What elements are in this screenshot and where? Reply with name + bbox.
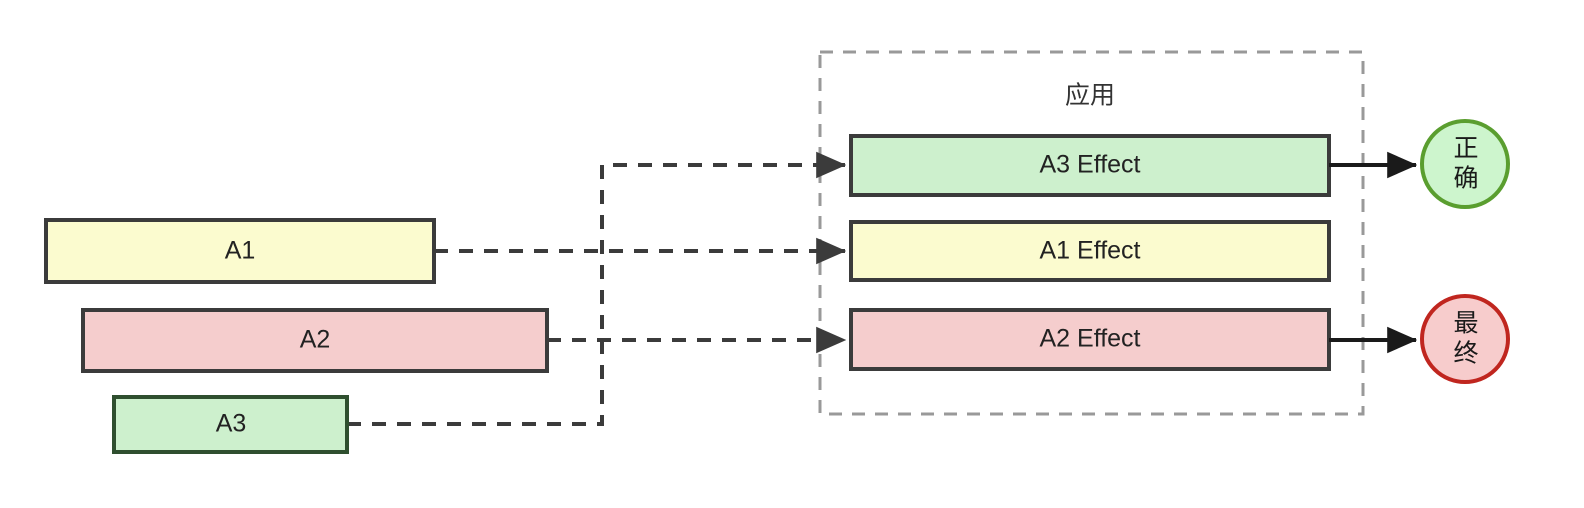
edge-layer-solid xyxy=(1329,151,1418,354)
edge-a3-to-a3e xyxy=(347,151,847,426)
node-correct-circle[interactable] xyxy=(1420,119,1510,209)
edge-layer-dashed xyxy=(347,151,847,426)
group-container-label: 应用 xyxy=(1065,82,1115,110)
node-a2[interactable]: A2 xyxy=(81,308,549,373)
node-a2-effect-box[interactable] xyxy=(849,308,1331,371)
node-a2-effect-label: A2 Effect xyxy=(1040,325,1141,353)
node-final-label-line-2: 终 xyxy=(1453,340,1478,368)
node-a3-effect-box[interactable] xyxy=(849,134,1331,197)
node-final-label-line-1: 最 xyxy=(1453,310,1478,338)
node-correct-label-line-2: 确 xyxy=(1453,165,1478,193)
group-container-border xyxy=(818,50,1365,416)
node-a1[interactable]: A1 xyxy=(44,218,436,284)
node-a2-box[interactable] xyxy=(81,308,549,373)
node-a3-box[interactable] xyxy=(112,395,349,454)
node-a1-label: A1 xyxy=(225,237,256,265)
node-a1-box[interactable] xyxy=(44,218,436,284)
node-correct[interactable]: 正 确 xyxy=(1420,119,1510,209)
group-container-application: 应用 xyxy=(818,50,1365,416)
node-a1-effect-label: A1 Effect xyxy=(1040,237,1141,265)
node-a3-effect-label: A3 Effect xyxy=(1040,151,1141,179)
node-correct-label-line-1: 正 xyxy=(1453,135,1478,163)
node-a2-label: A2 xyxy=(300,326,331,354)
node-a2-effect[interactable]: A2 Effect xyxy=(849,308,1331,371)
node-final[interactable]: 最 终 xyxy=(1420,294,1510,384)
node-a3-effect[interactable]: A3 Effect xyxy=(849,134,1331,197)
node-a1-effect-box[interactable] xyxy=(849,220,1331,282)
node-final-circle[interactable] xyxy=(1420,294,1510,384)
node-a3-label: A3 xyxy=(216,410,247,438)
node-a1-effect[interactable]: A1 Effect xyxy=(849,220,1331,282)
node-a3[interactable]: A3 xyxy=(112,395,349,454)
